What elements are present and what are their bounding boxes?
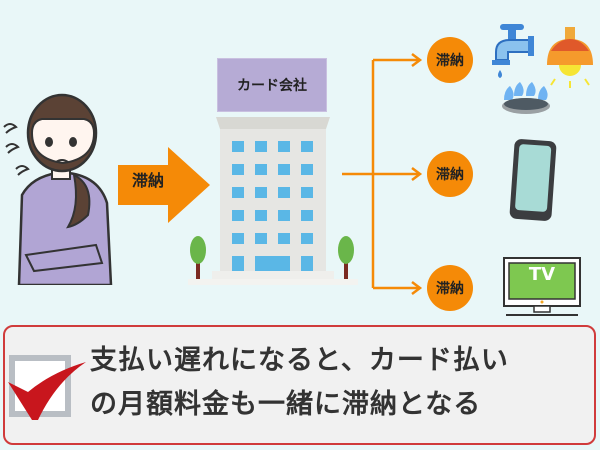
- smartphone-icon: [509, 139, 557, 221]
- note-line-1: 支払い遅れになると、カード払い: [90, 345, 509, 376]
- building-window: [255, 210, 267, 221]
- tree-left-icon: [190, 236, 206, 279]
- ceiling-lamp-icon: [547, 27, 593, 88]
- worried-woman-illustration: [3, 93, 113, 285]
- note-line-2: の月額料金も一緒に滞納となる: [90, 389, 482, 420]
- building-window: [278, 141, 290, 152]
- main-arrow-label: 滞納: [131, 171, 164, 190]
- tv-icon: [503, 257, 581, 316]
- building-window: [301, 210, 313, 221]
- water-faucet-icon: [492, 24, 534, 78]
- building-window: [232, 187, 244, 198]
- building-window: [232, 256, 244, 274]
- building-window: [232, 210, 244, 221]
- branch-badge-tv: 滞納: [427, 265, 473, 311]
- building-icon: [188, 117, 358, 285]
- branch-badge-phone: 滞納: [427, 151, 473, 197]
- building-window: [232, 164, 244, 175]
- building-window: [255, 233, 267, 244]
- building-window: [232, 233, 244, 244]
- sweat-marks-icon: [3, 123, 30, 176]
- building-window: [255, 141, 267, 152]
- company-sign: カード会社: [217, 58, 327, 112]
- checkmark-icon: [8, 355, 86, 420]
- branch-badge-utilities: 滞納: [427, 37, 473, 83]
- note-box: [3, 325, 596, 445]
- building-window: [232, 141, 244, 152]
- tv-label: TV: [528, 264, 556, 285]
- building-window: [301, 256, 313, 274]
- building-window: [278, 187, 290, 198]
- building-window: [278, 164, 290, 175]
- building-window: [301, 233, 313, 244]
- tree-right-icon: [338, 236, 354, 279]
- gas-burner-icon: [502, 82, 550, 114]
- building-window: [255, 187, 267, 198]
- building-window: [278, 233, 290, 244]
- building-window: [278, 210, 290, 221]
- main-arrow-icon: [118, 147, 210, 223]
- building-window: [301, 187, 313, 198]
- branch-connectors: [342, 53, 423, 295]
- building-window: [301, 141, 313, 152]
- building-window: [255, 164, 267, 175]
- note-text: 支払い遅れになると、カード払い の月額料金も一緒に滞納となる: [90, 339, 590, 427]
- building-window: [301, 164, 313, 175]
